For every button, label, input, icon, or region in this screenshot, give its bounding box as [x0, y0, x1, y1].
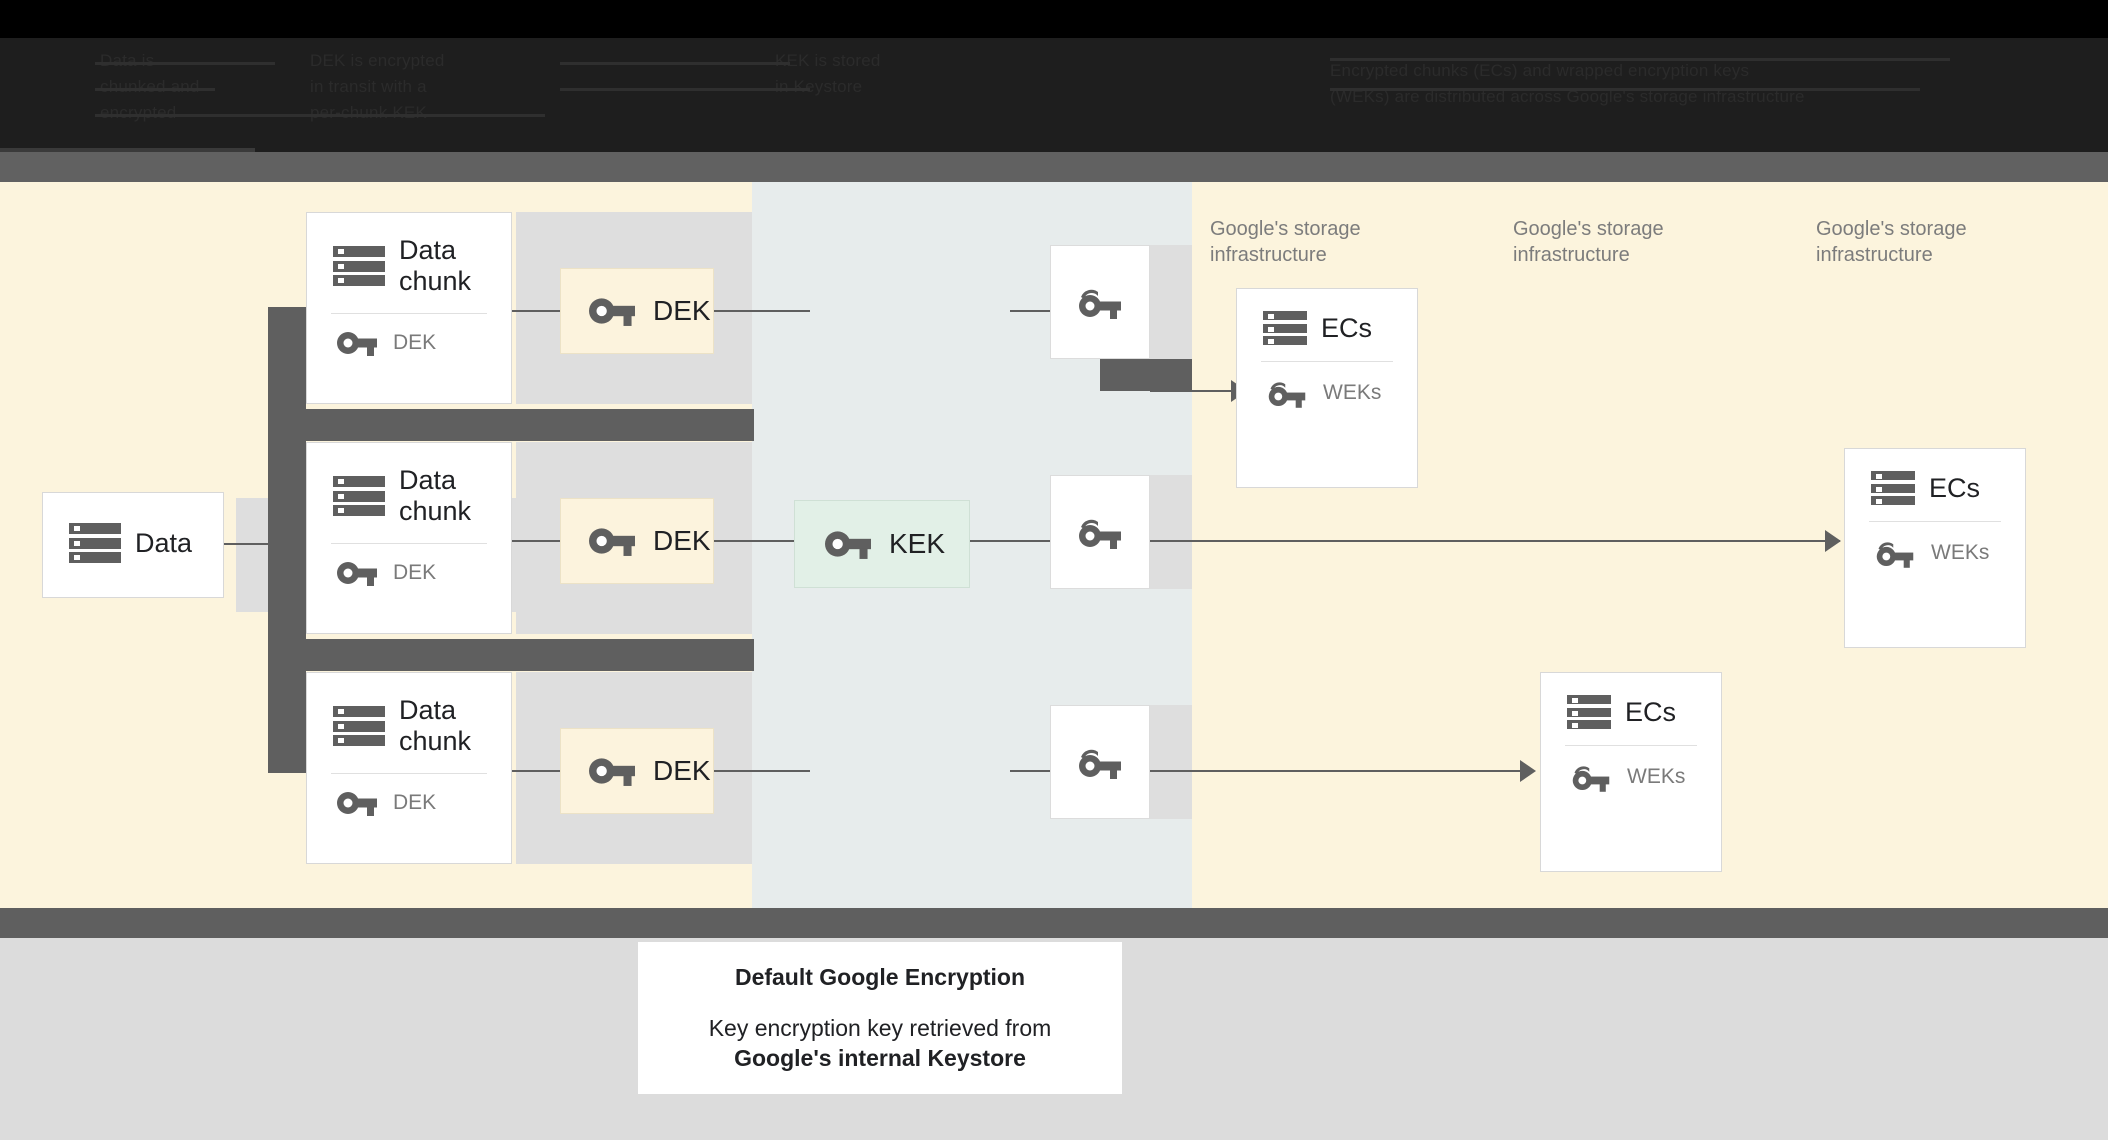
- bracket-arm-2: [268, 639, 754, 671]
- wrapped-key-icon: [1079, 749, 1121, 779]
- infra-label-3: Google's storage infrastructure: [1816, 218, 1967, 266]
- wrapped-key-icon: [1268, 382, 1306, 408]
- connector-kek-to-wek3: [1010, 770, 1050, 772]
- connector-kek-to-wek2: [970, 540, 1050, 542]
- header-strike-3: [95, 114, 545, 117]
- node-kek-label: KEK: [889, 528, 946, 559]
- node-chunk-dek-label: DEK: [393, 561, 437, 584]
- header-strike-7: [1330, 88, 1920, 91]
- arrow-head-ec2: [1825, 530, 1841, 552]
- node-dek-label: DEK: [653, 525, 711, 556]
- header-dark-band: [0, 38, 2108, 152]
- server-icon: [333, 706, 385, 746]
- arrow-line-ec3: [1150, 770, 1530, 772]
- server-icon: [333, 246, 385, 286]
- node-wrapped-key-3[interactable]: [1050, 705, 1150, 819]
- header-text-chunking: Data is chunked and encrypted: [100, 51, 200, 122]
- connector-data-to-chunks: [224, 543, 322, 545]
- header-black-strip: [0, 0, 2108, 38]
- node-data-chunk-3[interactable]: Data chunk DEK: [306, 672, 512, 864]
- node-dek-2[interactable]: DEK: [560, 498, 714, 584]
- key-icon: [589, 298, 635, 326]
- node-wrapped-key-1[interactable]: [1050, 245, 1150, 359]
- server-icon: [1871, 471, 1915, 505]
- node-chunk-title: Data chunk: [399, 465, 472, 526]
- header-text-dek: DEK is encrypted in transit with a per-c…: [310, 51, 445, 122]
- node-dek-label: DEK: [653, 295, 711, 326]
- wrapped-key-icon: [1079, 519, 1121, 549]
- header-strike-2: [95, 88, 215, 91]
- key-icon: [337, 332, 377, 356]
- card-divider: [331, 773, 487, 774]
- card-divider: [331, 313, 487, 314]
- server-icon: [1263, 311, 1307, 345]
- header-separator-band: [0, 152, 2108, 182]
- caption-body: Key encryption key retrieved from Google…: [709, 1013, 1052, 1073]
- server-icon: [1567, 695, 1611, 729]
- connector-dek2-to-wek2: [714, 540, 810, 542]
- header-text-kek: KEK is stored in Keystore: [775, 51, 881, 96]
- node-ecs-3[interactable]: ECs WEKs: [1540, 672, 1722, 872]
- header-text-storage: Encrypted chunks (ECs) and wrapped encry…: [1330, 61, 1805, 106]
- caption-line-2: Google's internal Keystore: [734, 1044, 1026, 1071]
- wrapped-key-icon: [1079, 289, 1121, 319]
- connector-dek1-to-wek1: [714, 310, 810, 312]
- caption-box: Default Google Encryption Key encryption…: [638, 942, 1122, 1094]
- node-data-chunk-2[interactable]: Data chunk DEK: [306, 442, 512, 634]
- card-divider: [1565, 745, 1697, 746]
- key-icon: [825, 531, 871, 559]
- node-chunk-title: Data chunk: [399, 235, 472, 296]
- node-chunk-title: Data chunk: [399, 695, 472, 756]
- node-ecs-weks-label: WEKs: [1323, 381, 1382, 404]
- infra-label-1: Google's storage infrastructure: [1210, 218, 1361, 266]
- infra-label-2: Google's storage infrastructure: [1513, 218, 1664, 266]
- node-chunk-dek-label: DEK: [393, 791, 437, 814]
- node-dek-3[interactable]: DEK: [560, 728, 714, 814]
- node-ecs-title: ECs: [1321, 312, 1373, 343]
- node-ecs-weks-label: WEKs: [1931, 541, 1990, 564]
- connector-chunk1-to-dek1: [512, 310, 560, 312]
- header-strike-1: [95, 62, 275, 65]
- key-icon: [337, 562, 377, 586]
- node-ecs-title: ECs: [1625, 696, 1677, 727]
- key-icon: [337, 792, 377, 816]
- arrow-head-ec3: [1520, 760, 1536, 782]
- connector-chunk3-to-dek3: [512, 770, 560, 772]
- node-wrapped-key-2[interactable]: [1050, 475, 1150, 589]
- node-ecs-weks-label: WEKs: [1627, 765, 1686, 788]
- key-icon: [589, 758, 635, 786]
- node-kek[interactable]: KEK: [794, 500, 970, 588]
- bracket-arm-1: [268, 409, 754, 441]
- node-dek-1[interactable]: DEK: [560, 268, 714, 354]
- caption-line-1: Key encryption key retrieved from: [708, 1014, 1052, 1041]
- node-data[interactable]: Data: [42, 492, 224, 598]
- node-dek-label: DEK: [653, 755, 711, 786]
- bottom-dark-accent: [878, 908, 1116, 920]
- dark-bar-wek-top: [1100, 359, 1192, 391]
- node-chunk-dek-label: DEK: [393, 331, 437, 354]
- header-strike-5: [560, 88, 810, 91]
- connector-kek-to-wek1: [1010, 310, 1050, 312]
- header-strike-4: [560, 62, 790, 65]
- wrapped-key-icon: [1572, 766, 1610, 792]
- caption-title: Default Google Encryption: [734, 963, 1026, 990]
- arrow-line-ec2: [1150, 540, 1840, 542]
- card-divider: [1869, 521, 2001, 522]
- key-icon: [589, 528, 635, 556]
- card-divider: [1261, 361, 1393, 362]
- connector-chunk2-to-dek2: [512, 540, 560, 542]
- server-icon: [333, 476, 385, 516]
- card-divider: [331, 543, 487, 544]
- node-ecs-2[interactable]: ECs WEKs: [1844, 448, 2026, 648]
- node-data-chunk-1[interactable]: Data chunk DEK: [306, 212, 512, 404]
- server-icon: [69, 523, 121, 563]
- bracket-vertical: [268, 307, 306, 773]
- wrapped-key-icon: [1876, 542, 1914, 568]
- node-data-label: Data: [135, 527, 193, 558]
- header-strike-6: [1330, 58, 1950, 61]
- node-ecs-title: ECs: [1929, 472, 1981, 503]
- arrow-line-ec1: [1150, 390, 1238, 392]
- connector-dek3-to-wek3: [714, 770, 810, 772]
- node-ecs-1[interactable]: ECs WEKs: [1236, 288, 1418, 488]
